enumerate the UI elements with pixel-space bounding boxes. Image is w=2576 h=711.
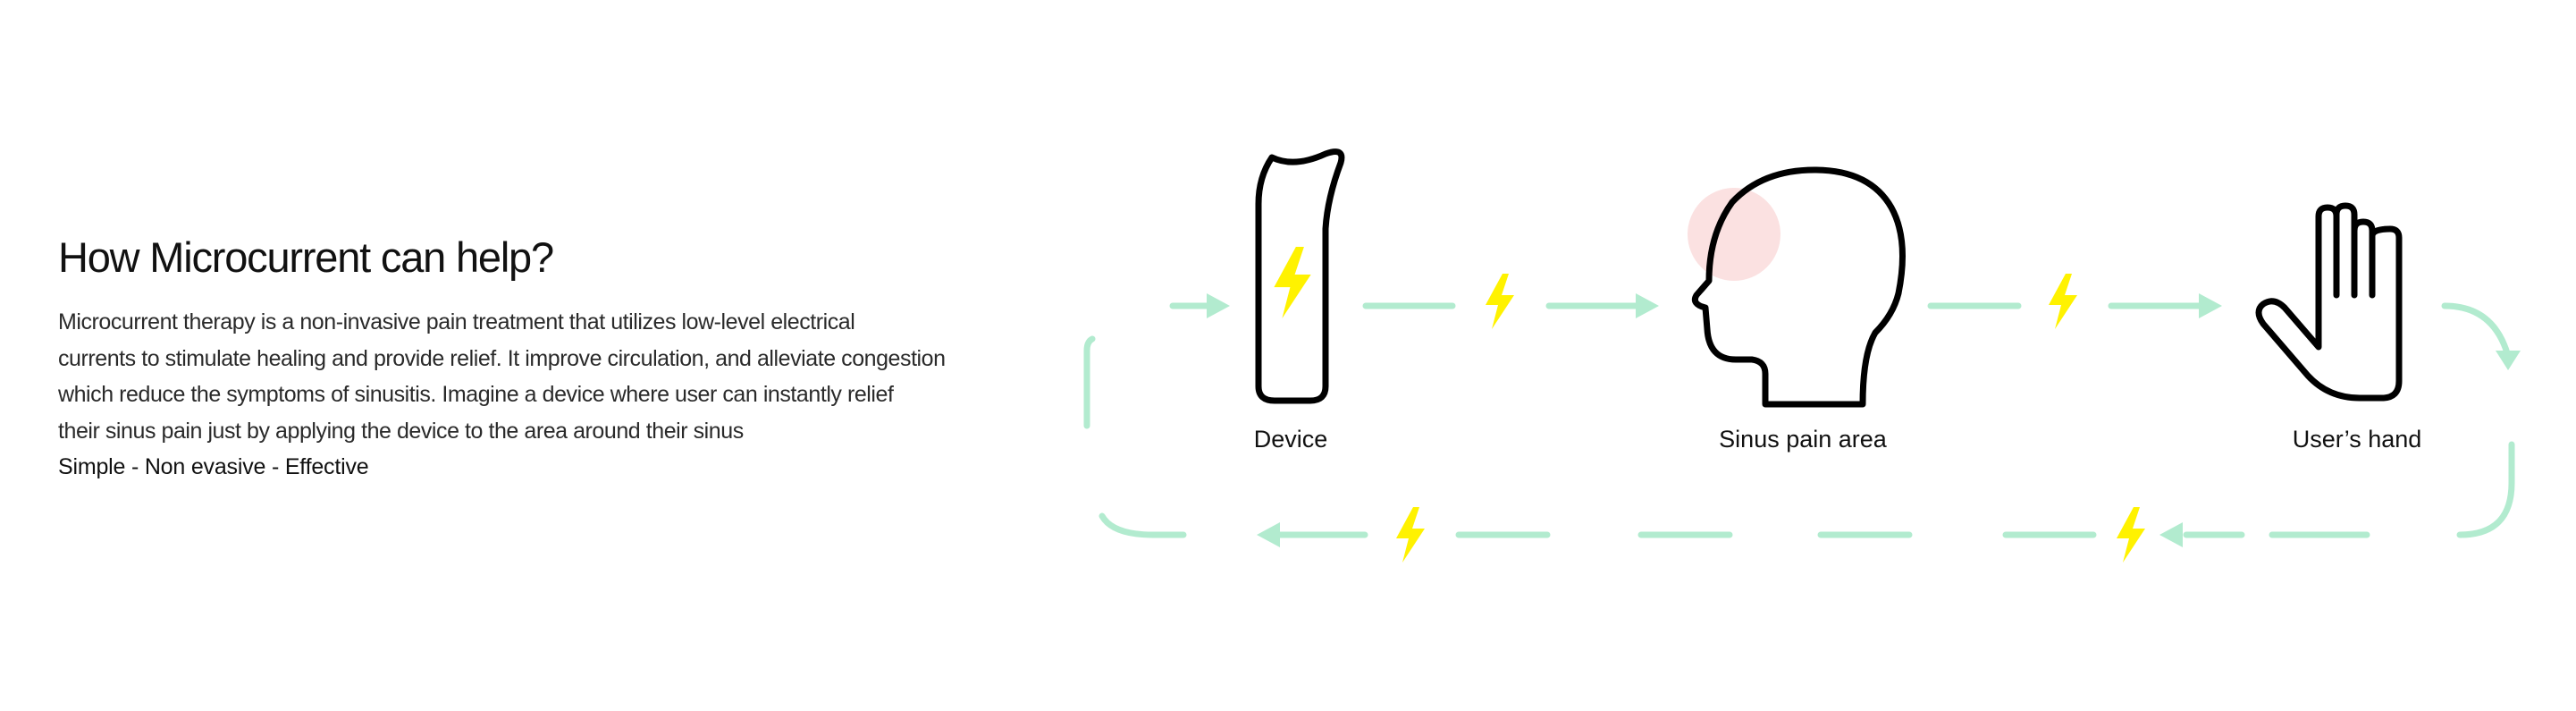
text-panel: How Microcurrent can help? Microcurrent … — [58, 231, 1006, 485]
lightning-icon — [1396, 507, 1425, 563]
page-title: How Microcurrent can help? — [58, 233, 554, 281]
lightning-icon — [2049, 274, 2077, 329]
lightning-bolts — [1396, 274, 2145, 563]
flow-paths — [1083, 302, 2515, 538]
node-label-sinus: Sinus pain area — [1719, 426, 1888, 453]
arrow-icon — [1636, 293, 1659, 318]
description-line: which reduce the symptoms of sinusitis. … — [58, 382, 894, 407]
arrow-icon — [1257, 522, 1280, 547]
hand-icon — [2255, 202, 2403, 402]
arrow-heads — [1207, 293, 2521, 547]
flow-line — [1099, 512, 1187, 538]
arrow-icon — [2496, 351, 2521, 370]
lightning-icon — [2117, 507, 2145, 563]
description-line: currents to stimulate healing and provid… — [58, 345, 946, 371]
sinus-node: Sinus pain area — [1688, 166, 1906, 453]
lightning-icon — [1486, 274, 1514, 329]
flow-line — [1083, 335, 1096, 429]
node-label-device: Device — [1254, 426, 1328, 453]
arrow-icon — [2199, 293, 2222, 318]
tagline: Simple - Non evasive - Effective — [58, 454, 369, 479]
device-node: Device — [1254, 148, 1345, 453]
arrow-icon — [2159, 522, 2183, 547]
description-line: Microcurrent therapy is a non-invasive p… — [58, 309, 855, 334]
arrow-icon — [1207, 293, 1230, 318]
hand-node: User’s hand — [2255, 202, 2422, 453]
flow-line — [2456, 441, 2515, 538]
head-profile-icon — [1691, 166, 1906, 408]
flow-line — [2441, 302, 2512, 360]
description-line: their sinus pain just by applying the de… — [58, 418, 744, 444]
node-label-hand: User’s hand — [2293, 426, 2422, 453]
